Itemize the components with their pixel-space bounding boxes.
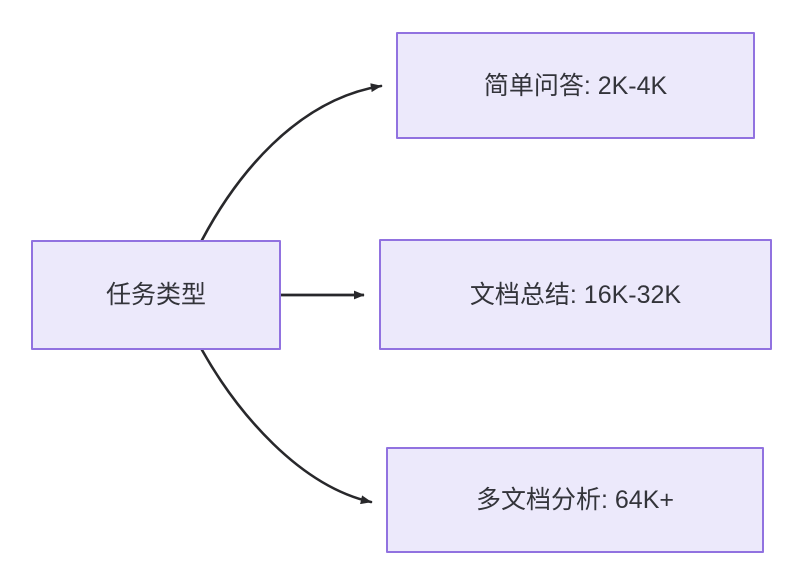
node-multi-document-analysis[interactable]: 多文档分析: 64K+ [386,447,764,553]
node-multi-document-analysis-label: 多文档分析: 64K+ [476,486,674,514]
node-document-summary-label: 文档总结: 16K-32K [469,280,682,309]
node-task-type-label: 任务类型 [105,281,206,309]
node-simple-qa-label: 简单问答: 2K-4K [483,71,668,100]
node-simple-qa[interactable]: 简单问答: 2K-4K [396,32,755,139]
node-document-summary[interactable]: 文档总结: 16K-32K [379,239,772,350]
node-task-type[interactable]: 任务类型 [31,240,281,350]
edge-root-to-simple [200,83,383,242]
edge-root-to-multi [200,348,373,505]
